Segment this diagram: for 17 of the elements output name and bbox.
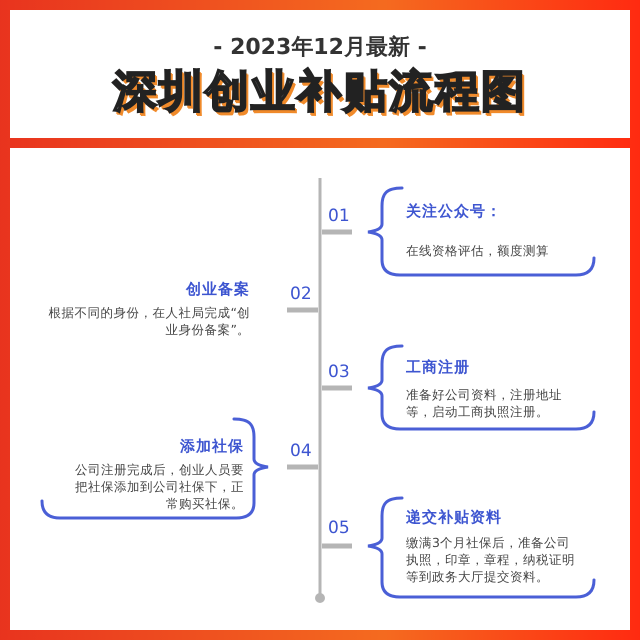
step-heading: 递交补贴资料 bbox=[406, 508, 502, 527]
step-number: 02 bbox=[290, 284, 312, 304]
step-heading: 添加社保 bbox=[180, 437, 244, 456]
step-heading: 工商注册 bbox=[406, 358, 470, 377]
step-description: 缴满3个月社保后，准备公司执照，印章，章程，纳税证明等到政务大厅提交资料。 bbox=[406, 534, 576, 585]
step-description: 公司注册完成后，创业人员要把社保添加到公司社保下，正常购买社保。 bbox=[74, 461, 244, 512]
title: 深圳创业补贴流程图 bbox=[112, 65, 528, 119]
step-number: 01 bbox=[328, 206, 350, 226]
step-heading: 关注公众号： bbox=[406, 202, 502, 221]
step-description: 准备好公司资料，注册地址等，启动工商执照注册。 bbox=[406, 386, 563, 420]
step-heading: 创业备案 bbox=[186, 280, 250, 299]
step-number: 03 bbox=[328, 362, 350, 382]
step-description: 根据不同的身份，在人社局完成“创业身份备案”。 bbox=[48, 304, 250, 338]
step-number: 04 bbox=[290, 441, 312, 461]
subtitle: - 2023年12月最新 - bbox=[212, 34, 428, 62]
step-number: 05 bbox=[328, 518, 350, 538]
step-description: 在线资格评估，额度测算 bbox=[406, 242, 550, 259]
